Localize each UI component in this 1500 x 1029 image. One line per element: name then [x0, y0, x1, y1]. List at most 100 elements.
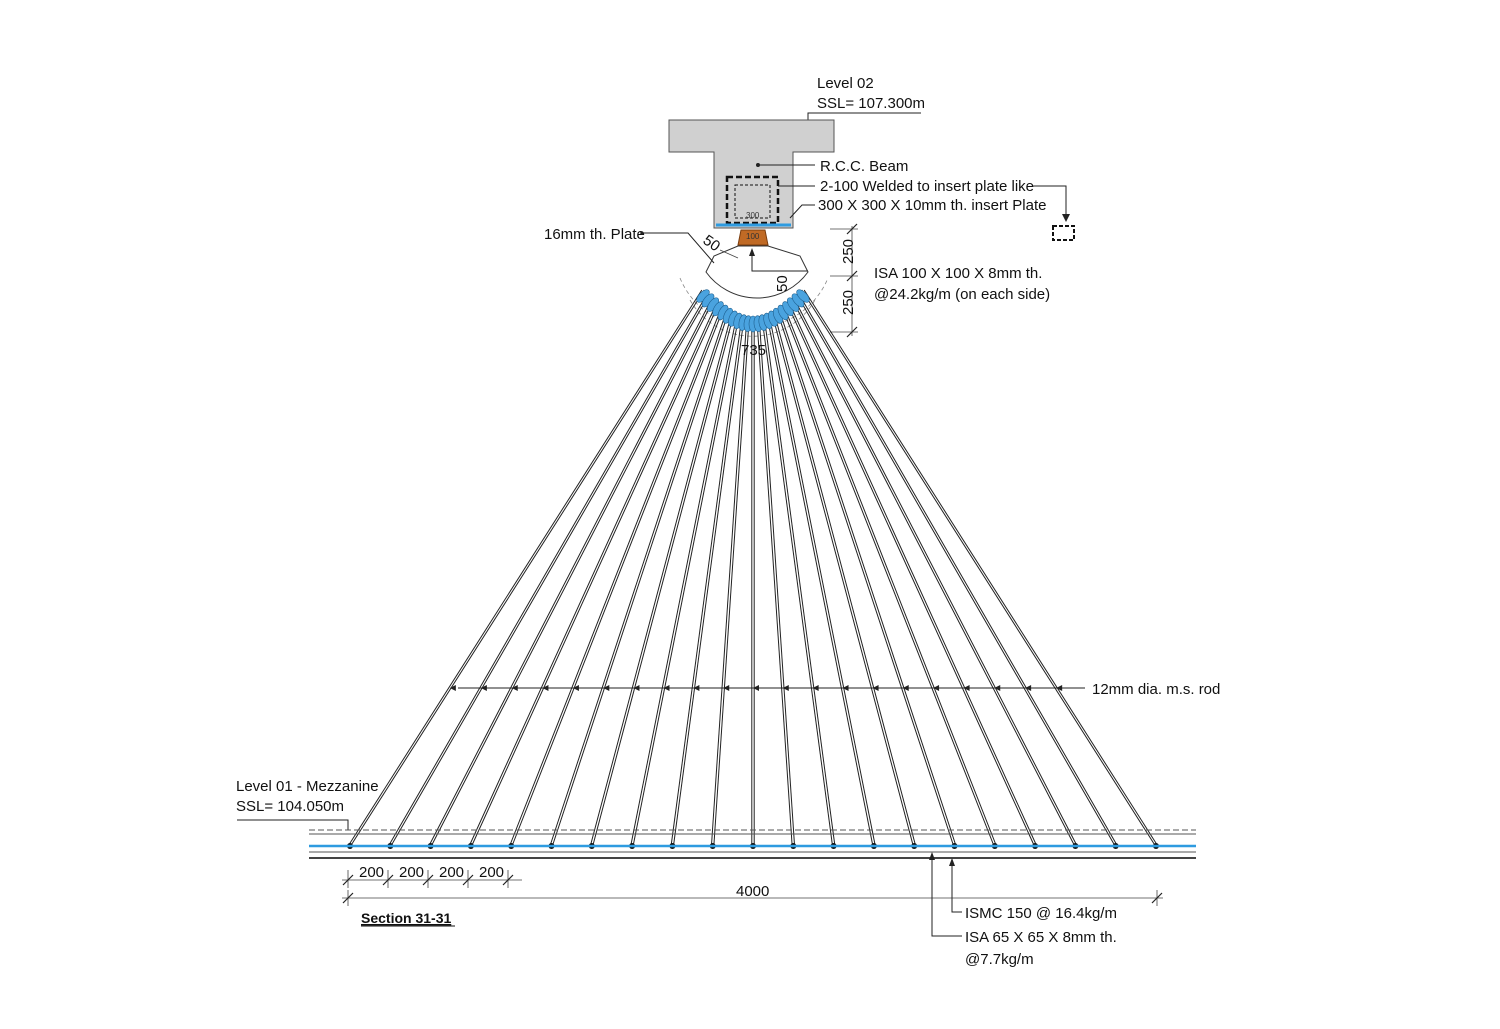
beam-annotations: R.C.C. Beam 2-100 Welded to insert plate… — [760, 158, 1075, 241]
rod-line — [552, 309, 730, 846]
rod-line — [798, 294, 1118, 846]
rod-line — [590, 312, 733, 846]
rod-line — [761, 316, 833, 846]
spacing-ticks — [342, 870, 514, 888]
spacing-slash — [422, 874, 434, 886]
rod-leader-arrow — [872, 685, 879, 691]
rod-leader-arrow — [693, 685, 700, 691]
rod-leader-arrow — [449, 685, 456, 691]
rod-leader-arrow — [542, 685, 549, 691]
rod-leader-arrow — [842, 685, 849, 691]
insert-plate-inner — [734, 184, 771, 219]
isa100-line1: ISA 100 X 100 X 8mm th. — [874, 265, 1042, 282]
vdim-slash-mid — [846, 270, 858, 282]
rod-line — [431, 298, 715, 846]
level01-marker: Level 01 - Mezzanine SSL= 104.050m — [236, 778, 379, 830]
rod-group — [348, 289, 1158, 846]
rod-line — [756, 317, 793, 846]
welded-leader-right — [1033, 185, 1067, 218]
rcc-beam-label: R.C.C. Beam — [820, 158, 908, 175]
fan-plate-center — [751, 252, 808, 272]
spacing-slash — [342, 874, 354, 886]
rod-line — [670, 316, 743, 846]
rod-line — [778, 309, 957, 846]
vdim-slash-top — [846, 223, 858, 235]
rcc-beam-section — [668, 119, 835, 229]
rod-leader-arrow — [480, 685, 487, 691]
ismc-label: ISMC 150 @ 16.4kg/m — [965, 905, 1117, 922]
rod-leader-arrow — [994, 685, 1001, 691]
rod-line — [796, 294, 1115, 846]
rod-line — [592, 312, 735, 846]
dim-50-left-line — [719, 249, 739, 259]
rod-line — [758, 317, 795, 846]
rod-line — [773, 312, 916, 846]
isa65-line2: @7.7kg/m — [965, 951, 1034, 968]
rod-line — [509, 306, 723, 846]
level02-ssl: SSL= 107.300m — [817, 95, 925, 112]
rod-line — [791, 298, 1075, 846]
vertical-dimensions: 250 250 — [830, 223, 858, 338]
isa100-annotation: ISA 100 X 100 X 8mm th. @24.2kg/m (on ea… — [874, 265, 1050, 303]
rod-line — [549, 309, 728, 846]
rod-leader-arrow — [511, 685, 518, 691]
bracket: 100 — [737, 229, 769, 246]
spacing-dim-4: 200 — [479, 864, 504, 881]
rod-leader-arrow — [782, 685, 789, 691]
rod-12mm-annotation: 12mm dia. m.s. rod — [449, 681, 1220, 698]
rod-line — [781, 306, 995, 846]
ismc-annotation: ISMC 150 @ 16.4kg/m ISA 65 X 65 X 8mm th… — [929, 852, 1117, 968]
welded-arrow — [1062, 214, 1070, 222]
fan-plate-outline — [705, 245, 809, 299]
ismc-arrow — [949, 858, 955, 866]
rod-line — [673, 316, 745, 846]
spacing-dim-2: 200 — [399, 864, 424, 881]
rod-line — [776, 309, 954, 846]
rod-line — [713, 317, 750, 846]
spacing-dim-1: 200 — [359, 864, 384, 881]
rod-line — [471, 302, 720, 846]
ismc-leader — [951, 862, 962, 913]
spacing-slash — [462, 874, 474, 886]
spacing-slash — [382, 874, 394, 886]
plate-16mm-dot — [640, 231, 644, 235]
total-slash-right — [1151, 892, 1163, 904]
spacing-slash — [502, 874, 514, 886]
plate-16mm-leader — [640, 232, 715, 264]
rod-line — [801, 289, 1156, 846]
dim-250-upper: 250 — [840, 239, 857, 264]
rod-leader-arrow — [902, 685, 909, 691]
rod-line — [766, 314, 874, 846]
rod-leader-arrow — [812, 685, 819, 691]
rod-line — [630, 314, 738, 846]
insert-plate-label: 300 X 300 X 10mm th. insert Plate — [818, 197, 1046, 214]
rod-line — [768, 314, 876, 846]
rod-line — [711, 317, 748, 846]
rcc-beam: 300 — [668, 119, 835, 229]
dim-50-arc: 50 — [774, 275, 791, 292]
rod-line — [428, 298, 713, 846]
rod-line — [788, 302, 1037, 846]
level01-name: Level 01 - Mezzanine — [236, 778, 379, 795]
isa65-line1: ISA 65 X 65 X 8mm th. — [965, 929, 1117, 946]
rod-line — [350, 289, 705, 846]
vdim-slash-bottom — [846, 326, 858, 338]
channel-symbol — [1052, 225, 1075, 241]
insert-plate-outline — [725, 175, 780, 225]
isa65-leader — [931, 856, 962, 937]
insert-plate-leader — [789, 204, 815, 219]
rod-line — [793, 298, 1078, 846]
rod-line — [763, 316, 836, 846]
bracket-dim: 100 — [746, 232, 760, 241]
rod-leader-arrow — [1025, 685, 1032, 691]
level01-leader — [237, 819, 349, 830]
spacing-dim-3: 200 — [439, 864, 464, 881]
rod-line — [469, 302, 718, 846]
level01-ssl: SSL= 104.050m — [236, 798, 344, 815]
rod-leader-arrow — [963, 685, 970, 691]
section-title: Section 31-31 — [361, 910, 451, 926]
dim-50-left: 50 — [700, 232, 723, 255]
bracket-block — [737, 229, 769, 246]
dim-735: 735 — [741, 342, 766, 359]
level02-leader — [807, 112, 921, 121]
